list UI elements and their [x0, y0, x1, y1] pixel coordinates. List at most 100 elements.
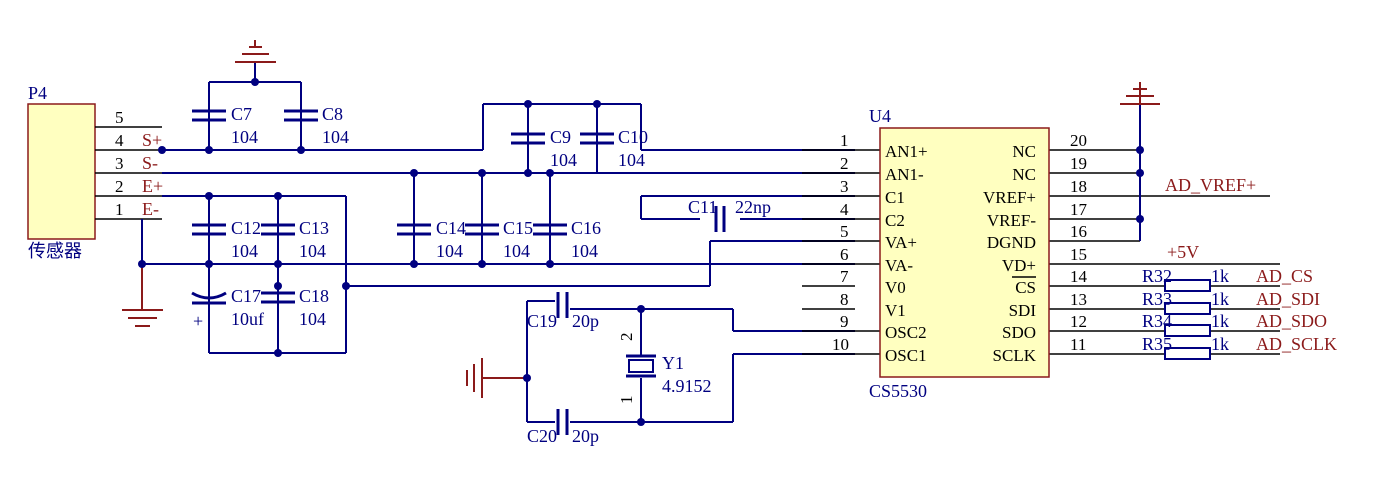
ic-pin-name: V1	[885, 301, 906, 320]
cap-ref: C11	[688, 197, 717, 217]
ground-crystal	[466, 358, 483, 398]
wires	[141, 63, 1280, 423]
cap-value: 104	[436, 241, 463, 261]
capacitor-c18[interactable]: C18 104	[261, 286, 329, 329]
ic-pin-num: 12	[1070, 312, 1087, 331]
cap-ref: C19	[527, 311, 557, 331]
ic-pin-name: C1	[885, 188, 905, 207]
ic-pin-num: 11	[1070, 335, 1086, 354]
ground-right	[1120, 82, 1160, 105]
capacitor-c14[interactable]: C14 104	[397, 218, 466, 261]
capacitor-c19[interactable]: C19 20p	[527, 292, 599, 331]
ic-pin-num: 8	[840, 290, 849, 309]
capacitor-c12[interactable]: C12 104	[192, 218, 261, 261]
ic-pin-num: 5	[840, 222, 849, 241]
pin-net: E+	[142, 176, 163, 196]
ic-pin-num: 19	[1070, 154, 1087, 173]
resistor-value: 1k	[1211, 289, 1229, 309]
ground-top-left	[235, 40, 276, 63]
ic-pin-num: 3	[840, 177, 849, 196]
resistor-ref: R33	[1142, 289, 1172, 309]
capacitor-c17[interactable]: + C17 10uf	[191, 286, 264, 331]
resistor-value: 1k	[1211, 311, 1229, 331]
ic-pin-name: AN1-	[885, 165, 924, 184]
capacitor-c9[interactable]: C9 104	[511, 127, 577, 170]
cap-value: 104	[322, 127, 349, 147]
ic-pin-num: 10	[832, 335, 849, 354]
pin-num: 4	[115, 131, 124, 150]
resistor-ref: R35	[1142, 334, 1172, 354]
net-label: AD_SCLK	[1256, 334, 1337, 354]
cap-value: 20p	[572, 426, 599, 446]
cap-ref: C18	[299, 286, 329, 306]
ic-pin-name: VA+	[885, 233, 917, 252]
capacitor-c10[interactable]: C10 104	[580, 127, 648, 170]
ic-pin-name: C2	[885, 211, 905, 230]
ic-pin-name: SCLK	[993, 346, 1037, 365]
pin-num: 5	[115, 108, 124, 127]
resistor-r32[interactable]: R32 1k AD_CS	[1142, 266, 1313, 292]
cap-value: 104	[299, 309, 326, 329]
crystal-y1[interactable]: 2 1 Y1 4.9152	[617, 333, 712, 405]
ic-pin-name: OSC1	[885, 346, 927, 365]
crystal-pin: 1	[617, 396, 636, 405]
cap-ref: C20	[527, 426, 557, 446]
ic-pin-name: OSC2	[885, 323, 927, 342]
ic-pin-name: V0	[885, 278, 906, 297]
ic-body	[879, 127, 1050, 378]
crystal-pin: 2	[617, 333, 636, 342]
cap-ref: C17	[231, 286, 261, 306]
ic-pin-name: SDI	[1009, 301, 1037, 320]
cap-ref: C15	[503, 218, 533, 238]
ic-pin-num: 1	[840, 131, 849, 150]
ic-pin-num: 16	[1070, 222, 1087, 241]
ic-pin-name: SDO	[1002, 323, 1036, 342]
ic-u4[interactable]: U4 CS5530 1 2 3 4 5 6 7 8 9 10 AN1+ AN1-…	[832, 106, 1088, 401]
ic-pin-name: AN1+	[885, 142, 928, 161]
ic-pin-num: 18	[1070, 177, 1087, 196]
capacitor-c11[interactable]: C11 22np	[688, 197, 771, 232]
cap-value: 104	[231, 127, 258, 147]
ic-pin-name: VREF+	[983, 188, 1036, 207]
connector-name: 传感器	[28, 241, 82, 262]
ic-ref: U4	[869, 106, 891, 126]
pin-num: 1	[115, 200, 124, 219]
ic-pin-name: VREF-	[987, 211, 1036, 230]
resistor-r34[interactable]: R34 1k AD_SDO	[1142, 311, 1327, 337]
capacitor-c13[interactable]: C13 104	[261, 218, 329, 261]
net-label: AD_CS	[1256, 266, 1313, 286]
ic-pin-name: VA-	[885, 256, 913, 275]
cap-ref: C7	[231, 104, 252, 124]
ic-part: CS5530	[869, 381, 927, 401]
resistor-r35[interactable]: R35 1k AD_SCLK	[1142, 334, 1337, 360]
pin-num: 3	[115, 154, 124, 173]
resistor-ref: R32	[1142, 266, 1172, 286]
ic-pin-name: NC	[1012, 142, 1036, 161]
net-label-vref: AD_VREF+	[1165, 175, 1256, 195]
net-label: AD_SDO	[1256, 311, 1327, 331]
ic-pin-num: 7	[840, 267, 849, 286]
resistor-r33[interactable]: R33 1k AD_SDI	[1142, 289, 1320, 315]
ic-pin-name: DGND	[987, 233, 1036, 252]
ic-pin-num: 6	[840, 245, 849, 264]
cap-value: 104	[231, 241, 258, 261]
ground-bottom-left	[122, 309, 163, 327]
capacitor-c16[interactable]: C16 104	[533, 218, 601, 261]
pin-net: S-	[142, 153, 158, 173]
cap-ref: C16	[571, 218, 601, 238]
connector-p4[interactable]: P4 传感器 5 4 3 2 1 S+ S- E+ E-	[27, 83, 163, 262]
capacitor-c8[interactable]: C8 104	[284, 104, 349, 147]
ic-pin-num: 14	[1070, 267, 1088, 286]
cap-value: 104	[299, 241, 326, 261]
cap-value: 10uf	[231, 309, 264, 329]
capacitor-c20[interactable]: C20 20p	[527, 409, 599, 446]
capacitor-c7[interactable]: C7 104	[192, 104, 258, 147]
resistor-value: 1k	[1211, 334, 1229, 354]
ic-pin-name: NC	[1012, 165, 1036, 184]
ic-pin-num: 13	[1070, 290, 1087, 309]
pin-num: 2	[115, 177, 124, 196]
capacitor-c15[interactable]: C15 104	[465, 218, 533, 261]
pin-net: S+	[142, 130, 162, 150]
ic-pin-num: 4	[840, 200, 849, 219]
cap-value: 104	[550, 150, 577, 170]
